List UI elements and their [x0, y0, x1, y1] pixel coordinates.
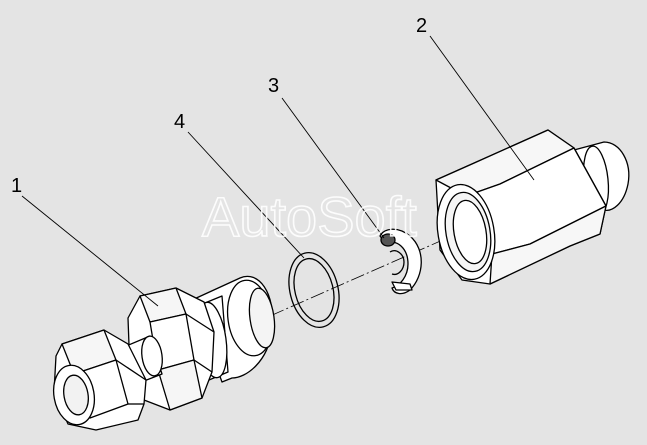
leader-line-2 — [429, 35, 535, 181]
leader-lines — [21, 35, 535, 307]
leader-line-4 — [187, 131, 305, 259]
leader-line-1 — [21, 195, 159, 307]
autosoft-watermark: AutoSoft — [202, 185, 417, 248]
callout-3: 3 — [268, 75, 279, 97]
part-3-lock-ring — [379, 228, 422, 295]
callouts: 1 2 3 4 — [11, 15, 427, 197]
part-1-union-fitting — [52, 275, 276, 431]
callout-1: 1 — [11, 175, 22, 197]
callout-2: 2 — [416, 15, 427, 37]
part-4-o-ring — [288, 252, 340, 328]
leader-line-3 — [281, 97, 385, 239]
part-2-hex-nut — [435, 129, 630, 285]
callout-4: 4 — [174, 111, 185, 133]
